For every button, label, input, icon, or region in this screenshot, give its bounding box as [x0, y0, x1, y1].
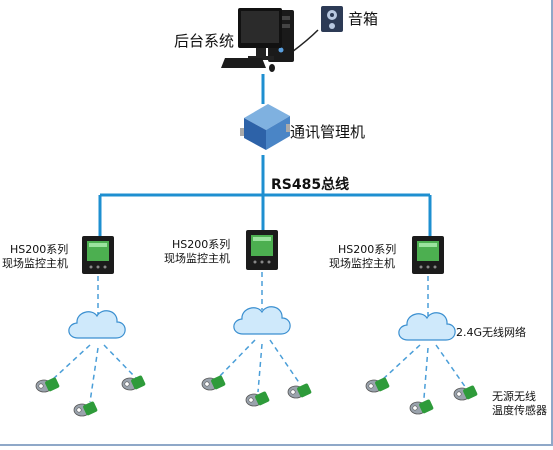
sensor-icon	[201, 374, 227, 391]
sensor-label-line2: 温度传感器	[492, 403, 547, 417]
cloud-icon-right	[398, 312, 456, 341]
sensor-icon	[245, 390, 271, 407]
speaker-icon	[321, 6, 343, 32]
host-right-label-line2: 现场监控主机	[329, 256, 395, 270]
sensor-icon	[409, 398, 435, 415]
sensor-label-line1: 无源无线	[492, 389, 536, 403]
host-device-left	[82, 236, 114, 274]
host-left-label-line1: HS200系列	[10, 242, 68, 256]
gateway-device-icon	[240, 104, 290, 150]
host-right-label-line1: HS200系列	[338, 242, 396, 256]
sensor-icon	[287, 382, 313, 399]
host-device-right	[412, 236, 444, 274]
host-left-label-line2: 现场监控主机	[2, 256, 68, 270]
sensor-icon	[121, 374, 147, 391]
sensor-icon	[73, 400, 99, 417]
bus-label: RS485总线	[271, 176, 349, 193]
sensor-icon	[35, 376, 61, 393]
sensor-icon	[453, 384, 479, 401]
computer-icon	[221, 8, 294, 72]
sensor-icon	[365, 376, 391, 393]
host-device-center	[246, 230, 278, 270]
wireless-network-label: 2.4G无线网络	[456, 325, 526, 339]
host-center-label-line2: 现场监控主机	[164, 251, 230, 265]
frame-border-bottom	[0, 444, 553, 446]
speaker-label: 音箱	[348, 10, 378, 28]
wireless-links	[51, 272, 467, 403]
gateway-label: 通讯管理机	[290, 123, 365, 141]
bus-lines	[98, 74, 432, 238]
host-center-label-line1: HS200系列	[172, 237, 230, 251]
frame-border-right	[551, 0, 553, 446]
speaker-cable	[291, 29, 319, 53]
server-label: 后台系统	[174, 32, 234, 50]
cloud-icon-center	[233, 306, 291, 335]
cloud-icon-left	[68, 310, 126, 339]
